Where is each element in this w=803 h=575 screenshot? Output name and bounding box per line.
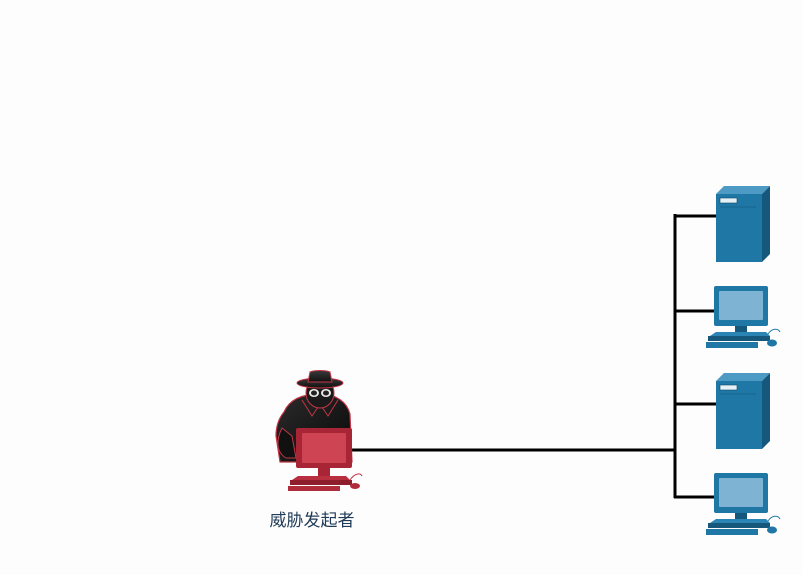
server-icon[interactable] xyxy=(716,186,770,262)
server-icon[interactable] xyxy=(716,373,770,449)
attacker-label: 威胁发起者 xyxy=(269,511,355,531)
pc-icon[interactable] xyxy=(706,286,781,348)
pc-icon[interactable] xyxy=(706,473,781,535)
links xyxy=(345,214,716,499)
hacker-icon[interactable] xyxy=(275,370,363,492)
